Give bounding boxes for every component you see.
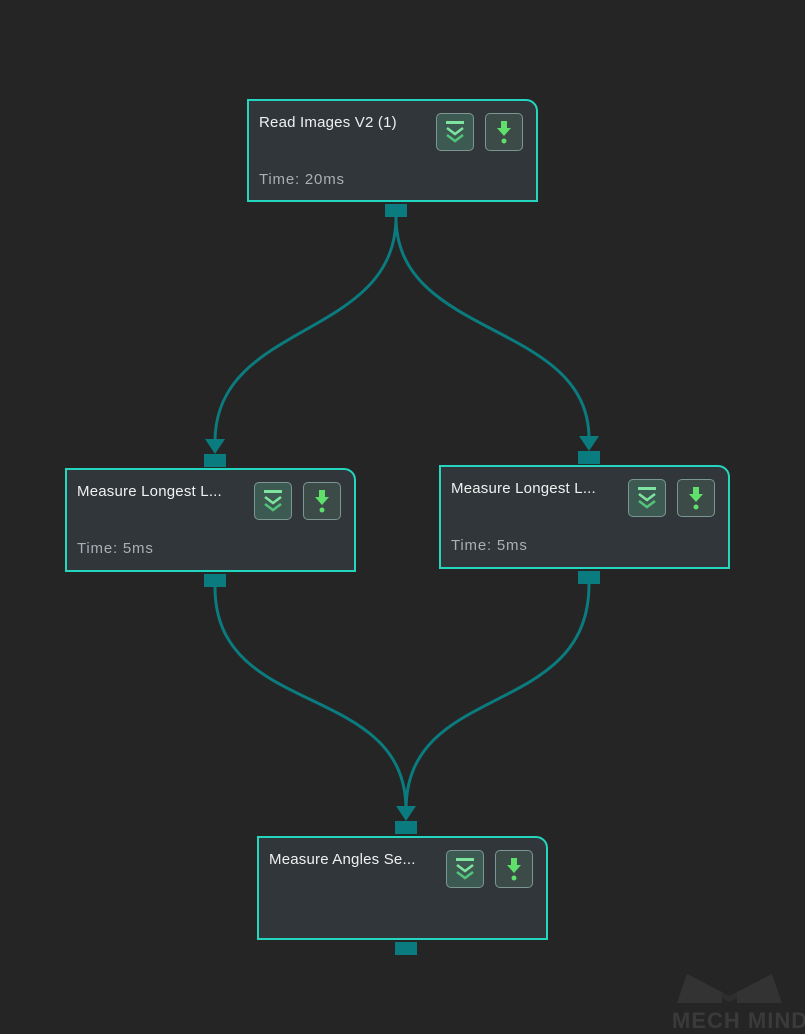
chevrons-down-icon: [638, 487, 656, 509]
output-port[interactable]: [578, 571, 600, 584]
output-port[interactable]: [395, 942, 417, 955]
expand-outputs-button[interactable]: [436, 113, 474, 151]
node-measure-longest-2[interactable]: Measure Longest L... Time: 5ms: [439, 465, 730, 569]
arrow-head-2: [579, 436, 599, 451]
node-title: Measure Angles Se...: [269, 851, 416, 868]
arrow-head-1: [205, 439, 225, 454]
chevrons-down-icon: [456, 858, 474, 880]
node-measure-angles[interactable]: Measure Angles Se...: [257, 836, 548, 940]
wire-read-to-measure-1: [213, 216, 398, 443]
expand-outputs-button[interactable]: [446, 850, 484, 888]
node-title: Measure Longest L...: [451, 480, 596, 497]
node-time: Time: 20ms: [259, 171, 345, 188]
debug-output-button[interactable]: [495, 850, 533, 888]
output-port[interactable]: [385, 204, 407, 217]
down-arrow-icon: [315, 490, 329, 513]
down-arrow-icon: [497, 121, 511, 144]
debug-output-button[interactable]: [677, 479, 715, 517]
mech-mind-logo-icon: [677, 974, 782, 1003]
debug-output-button[interactable]: [485, 113, 523, 151]
node-read-images[interactable]: Read Images V2 (1) Time: 20ms: [247, 99, 538, 202]
output-port[interactable]: [204, 574, 226, 587]
input-port[interactable]: [578, 451, 600, 464]
input-port[interactable]: [204, 454, 226, 467]
wire-measure-2-to-angles: [404, 583, 591, 811]
arrow-head-3: [396, 806, 416, 821]
node-title: Measure Longest L...: [77, 483, 222, 500]
node-title: Read Images V2 (1): [259, 114, 397, 131]
chevrons-down-icon: [446, 121, 464, 143]
wire-measure-1-to-angles: [213, 586, 408, 811]
watermark-logo: MECH MIND: [672, 968, 805, 1033]
watermark-text: MECH MIND: [672, 1008, 805, 1033]
node-measure-longest-1[interactable]: Measure Longest L... Time: 5ms: [65, 468, 356, 572]
wire-read-to-measure-2: [394, 216, 591, 440]
node-time: Time: 5ms: [451, 537, 528, 554]
expand-outputs-button[interactable]: [628, 479, 666, 517]
node-time: Time: 5ms: [77, 540, 154, 557]
expand-outputs-button[interactable]: [254, 482, 292, 520]
down-arrow-icon: [689, 487, 703, 510]
down-arrow-icon: [507, 858, 521, 881]
debug-output-button[interactable]: [303, 482, 341, 520]
input-port[interactable]: [395, 821, 417, 834]
chevrons-down-icon: [264, 490, 282, 512]
